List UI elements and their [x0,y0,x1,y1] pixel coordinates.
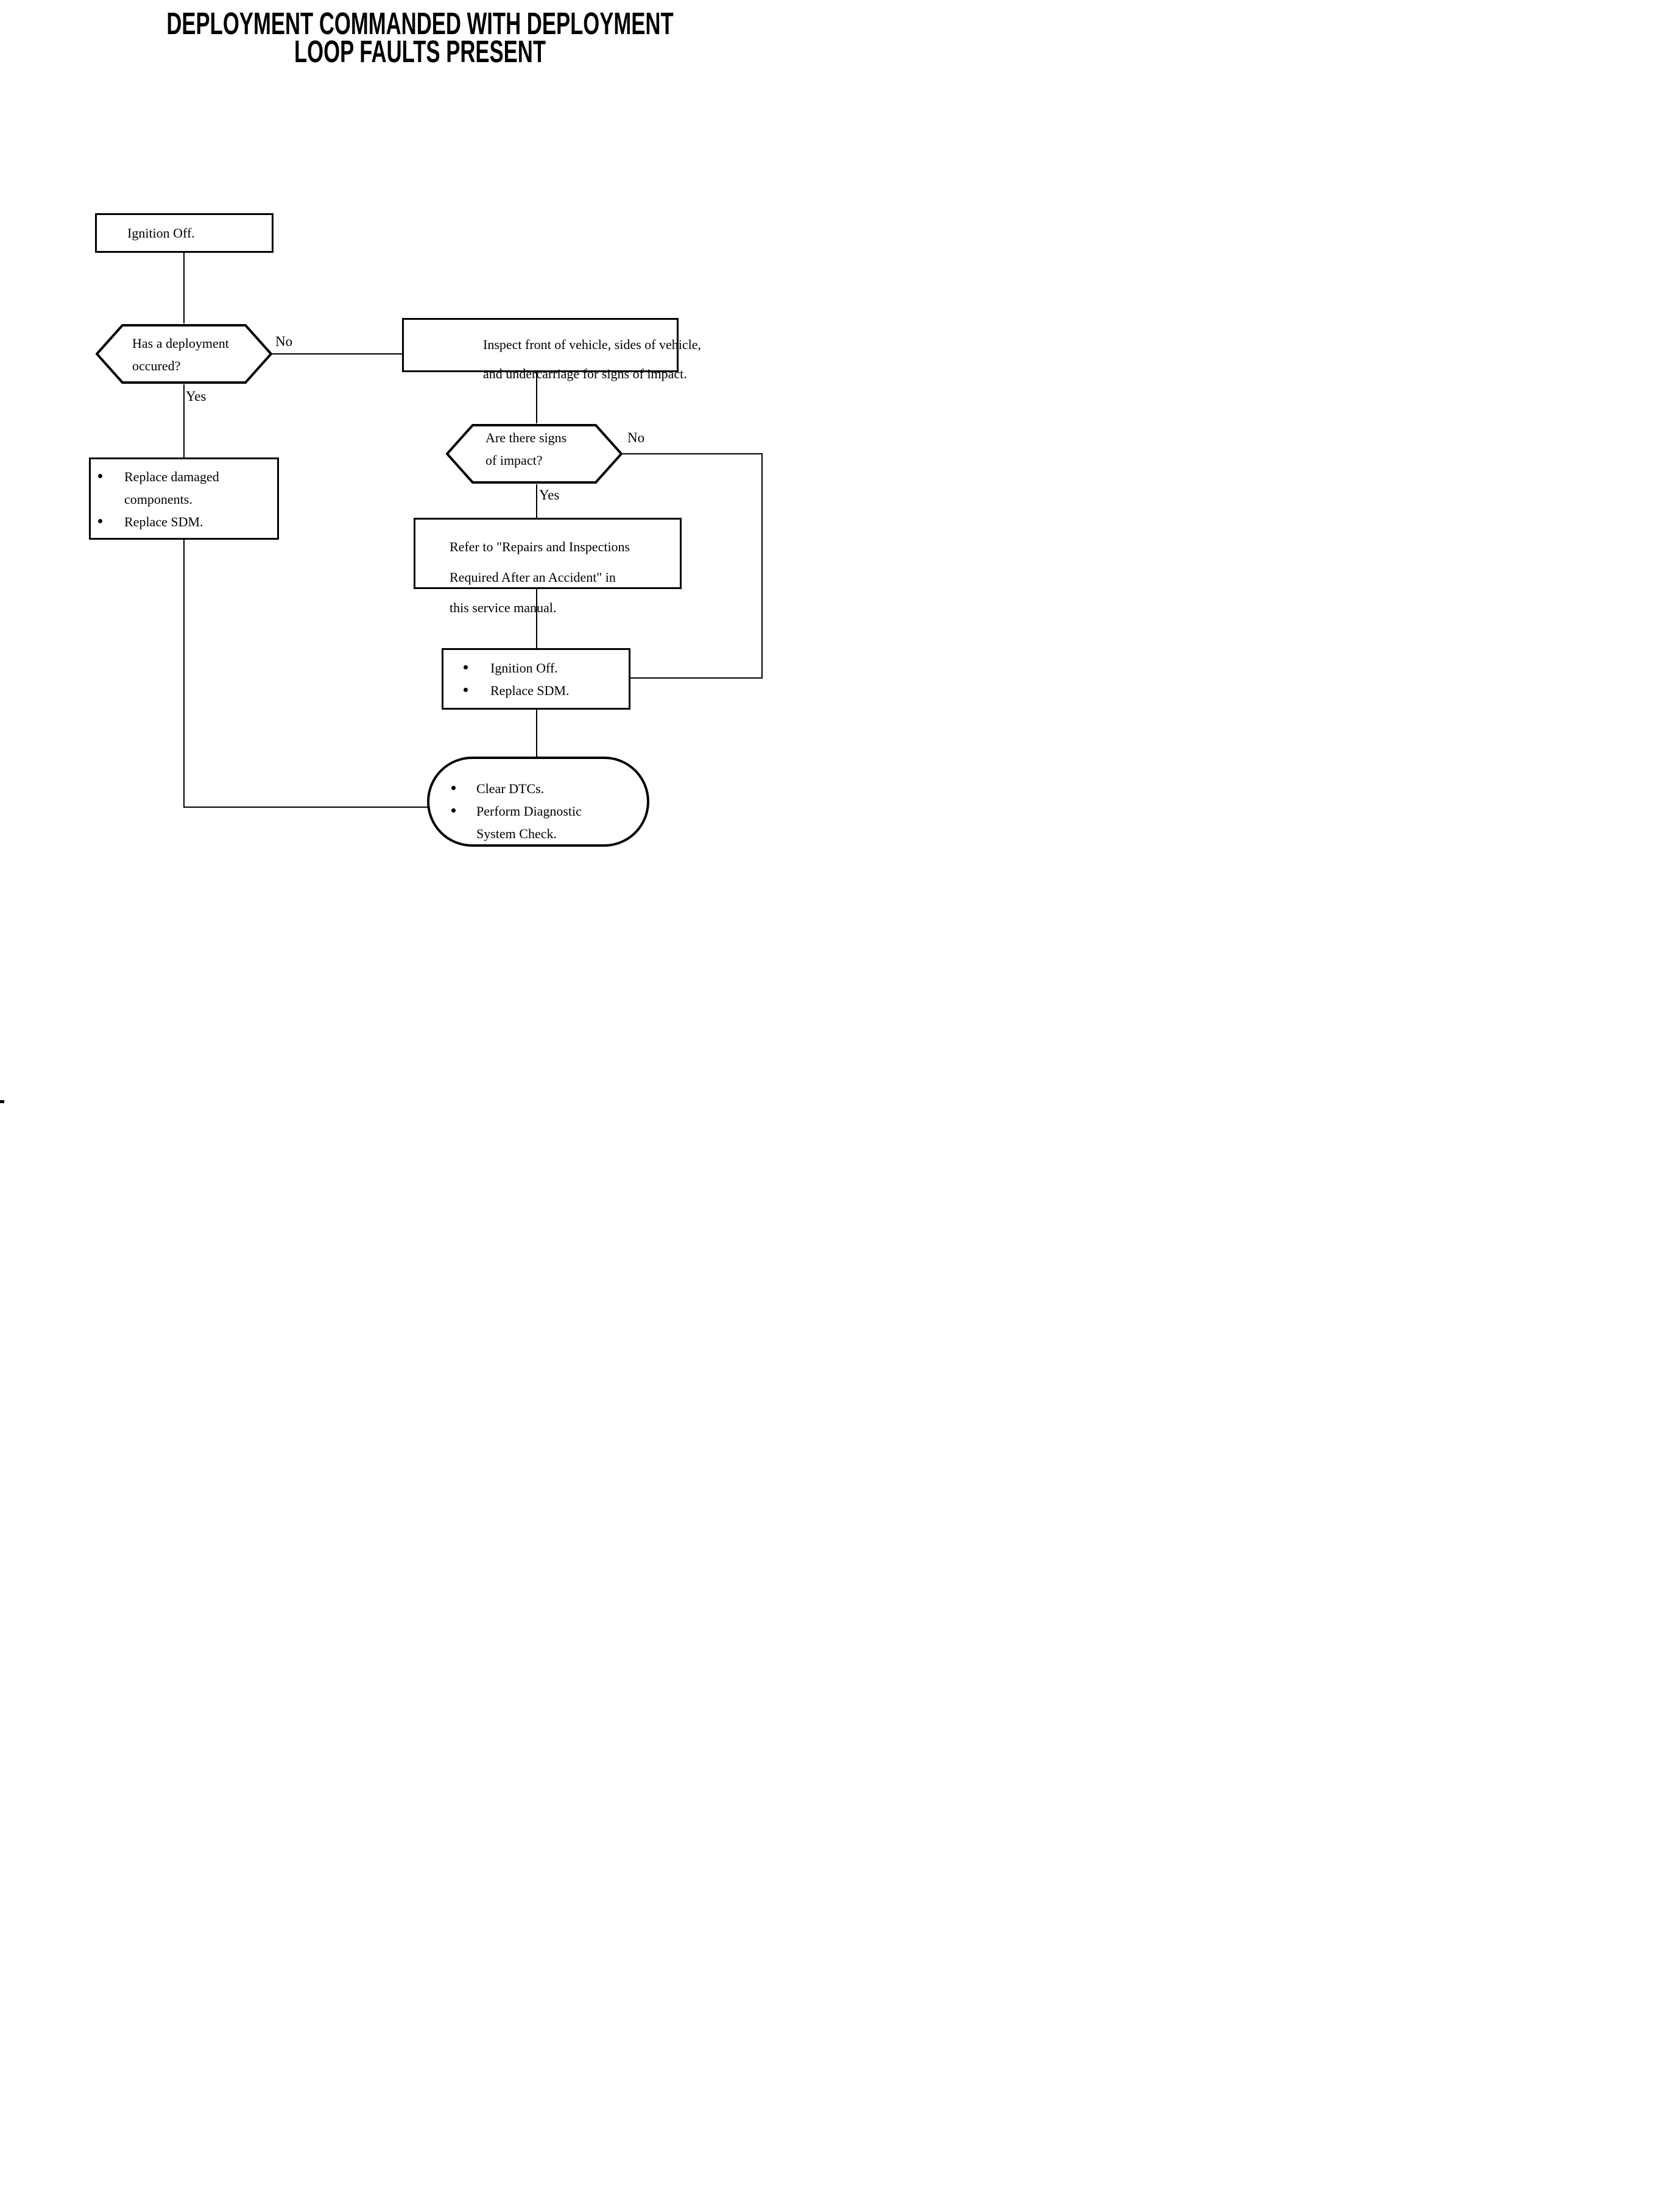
node-refer-line2: Required After an Accident" in [450,570,616,585]
node-ignition-off-text: Ignition Off. [127,225,195,241]
hexagon-shape [96,324,272,384]
edge-ignition-to-deployment [183,253,185,323]
replace-damaged-line1: Replace damaged [124,469,219,484]
edge-refer-to-ignition-sdm [536,589,537,648]
node-inspect-line2: and undercarriage for signs of impact. [483,366,687,381]
label-no-deployment: No [275,334,293,349]
decision-has-deployment-line1: Has a deployment [132,336,229,351]
hexagon-shape [446,424,623,484]
perform-diagnostic-line2: System Check. [476,826,557,841]
edge-ignition-sdm-to-terminal [536,710,537,757]
bullet-icon [464,665,468,669]
edge-deployment-no [272,353,402,355]
replace-sdm-text: Replace SDM. [124,514,203,529]
node-inspect-text: Inspect front of vehicle, sides of vehic… [404,320,701,385]
node-refer-repairs: Refer to "Repairs and Inspections Requir… [414,518,682,615]
edge-impact-no-bottom [630,677,763,679]
node-inspect-line1: Inspect front of vehicle, sides of vehic… [483,337,701,352]
flowchart-page: DEPLOYMENT COMMANDED WITH DEPLOYMENT LOO… [0,0,840,1105]
list-item-text: Replace damaged components. [124,465,219,510]
decision-signs-line1: Are there signs [485,430,567,445]
edge-impact-yes [536,484,537,518]
list-item: Replace SDM. [443,679,629,702]
decision-signs-of-impact: Are there signs of impact? [446,423,623,484]
bullet-icon [451,786,456,790]
list-item: Perform Diagnostic System Check. [429,800,647,845]
list-item-text: Replace SDM. [124,510,203,533]
replace-damaged-line2: components. [124,492,192,507]
node-inspect-vehicle: Inspect front of vehicle, sides of vehic… [402,318,701,381]
list-item-text: Perform Diagnostic System Check. [476,800,582,845]
list-item: Replace damaged components. [91,465,277,510]
list-item: Replace SDM. [91,510,277,533]
clear-dtcs-item: Clear DTCs. [476,781,545,796]
label-no-impact: No [627,430,645,445]
label-yes-impact: Yes [539,487,560,503]
decision-has-deployment-text: Has a deployment occured? [96,323,272,384]
page-title-line1: DEPLOYMENT COMMANDED WITH DEPLOYMENT [166,6,674,41]
edge-replace-to-terminal-horizontal [183,807,428,808]
bullet-icon [464,688,468,692]
decision-signs-line2: of impact? [485,453,543,468]
ignition-off-item: Ignition Off. [490,660,558,676]
bullet-icon [98,519,102,523]
decision-has-deployment-line2: occured? [132,358,181,373]
node-replace-damaged-components: Replace damaged components. Replace SDM. [89,457,279,540]
terminal-clear-dtcs: Clear DTCs. Perform Diagnostic System Ch… [427,757,649,847]
page-title: DEPLOYMENT COMMANDED WITH DEPLOYMENT LOO… [135,6,706,69]
node-ignition-off: Ignition Off. [95,213,274,253]
scan-artifact [0,1100,4,1103]
list-item: Clear DTCs. [429,777,647,800]
bullet-icon [451,808,456,813]
node-refer-line3: this service manual. [450,600,557,615]
label-yes-deployment: Yes [186,389,206,404]
edge-replace-to-terminal-vertical [183,540,185,808]
page-title-line2: LOOP FAULTS PRESENT [294,34,546,69]
decision-signs-of-impact-text: Are there signs of impact? [446,423,623,484]
edge-inspect-to-impact [536,372,537,423]
edge-impact-no-top [623,453,763,454]
edge-impact-no-vertical [761,453,763,679]
node-refer-text: Refer to "Repairs and Inspections Requir… [415,520,680,619]
node-ignition-off-replace-sdm: Ignition Off. Replace SDM. [442,648,630,710]
perform-diagnostic-line1: Perform Diagnostic [476,803,582,819]
edge-deployment-yes [183,384,185,457]
node-refer-line1: Refer to "Repairs and Inspections [450,539,630,554]
bullet-icon [98,474,102,478]
decision-has-deployment-occured: Has a deployment occured? [96,323,272,384]
list-item: Ignition Off. [443,657,629,679]
replace-sdm-item: Replace SDM. [490,683,570,698]
